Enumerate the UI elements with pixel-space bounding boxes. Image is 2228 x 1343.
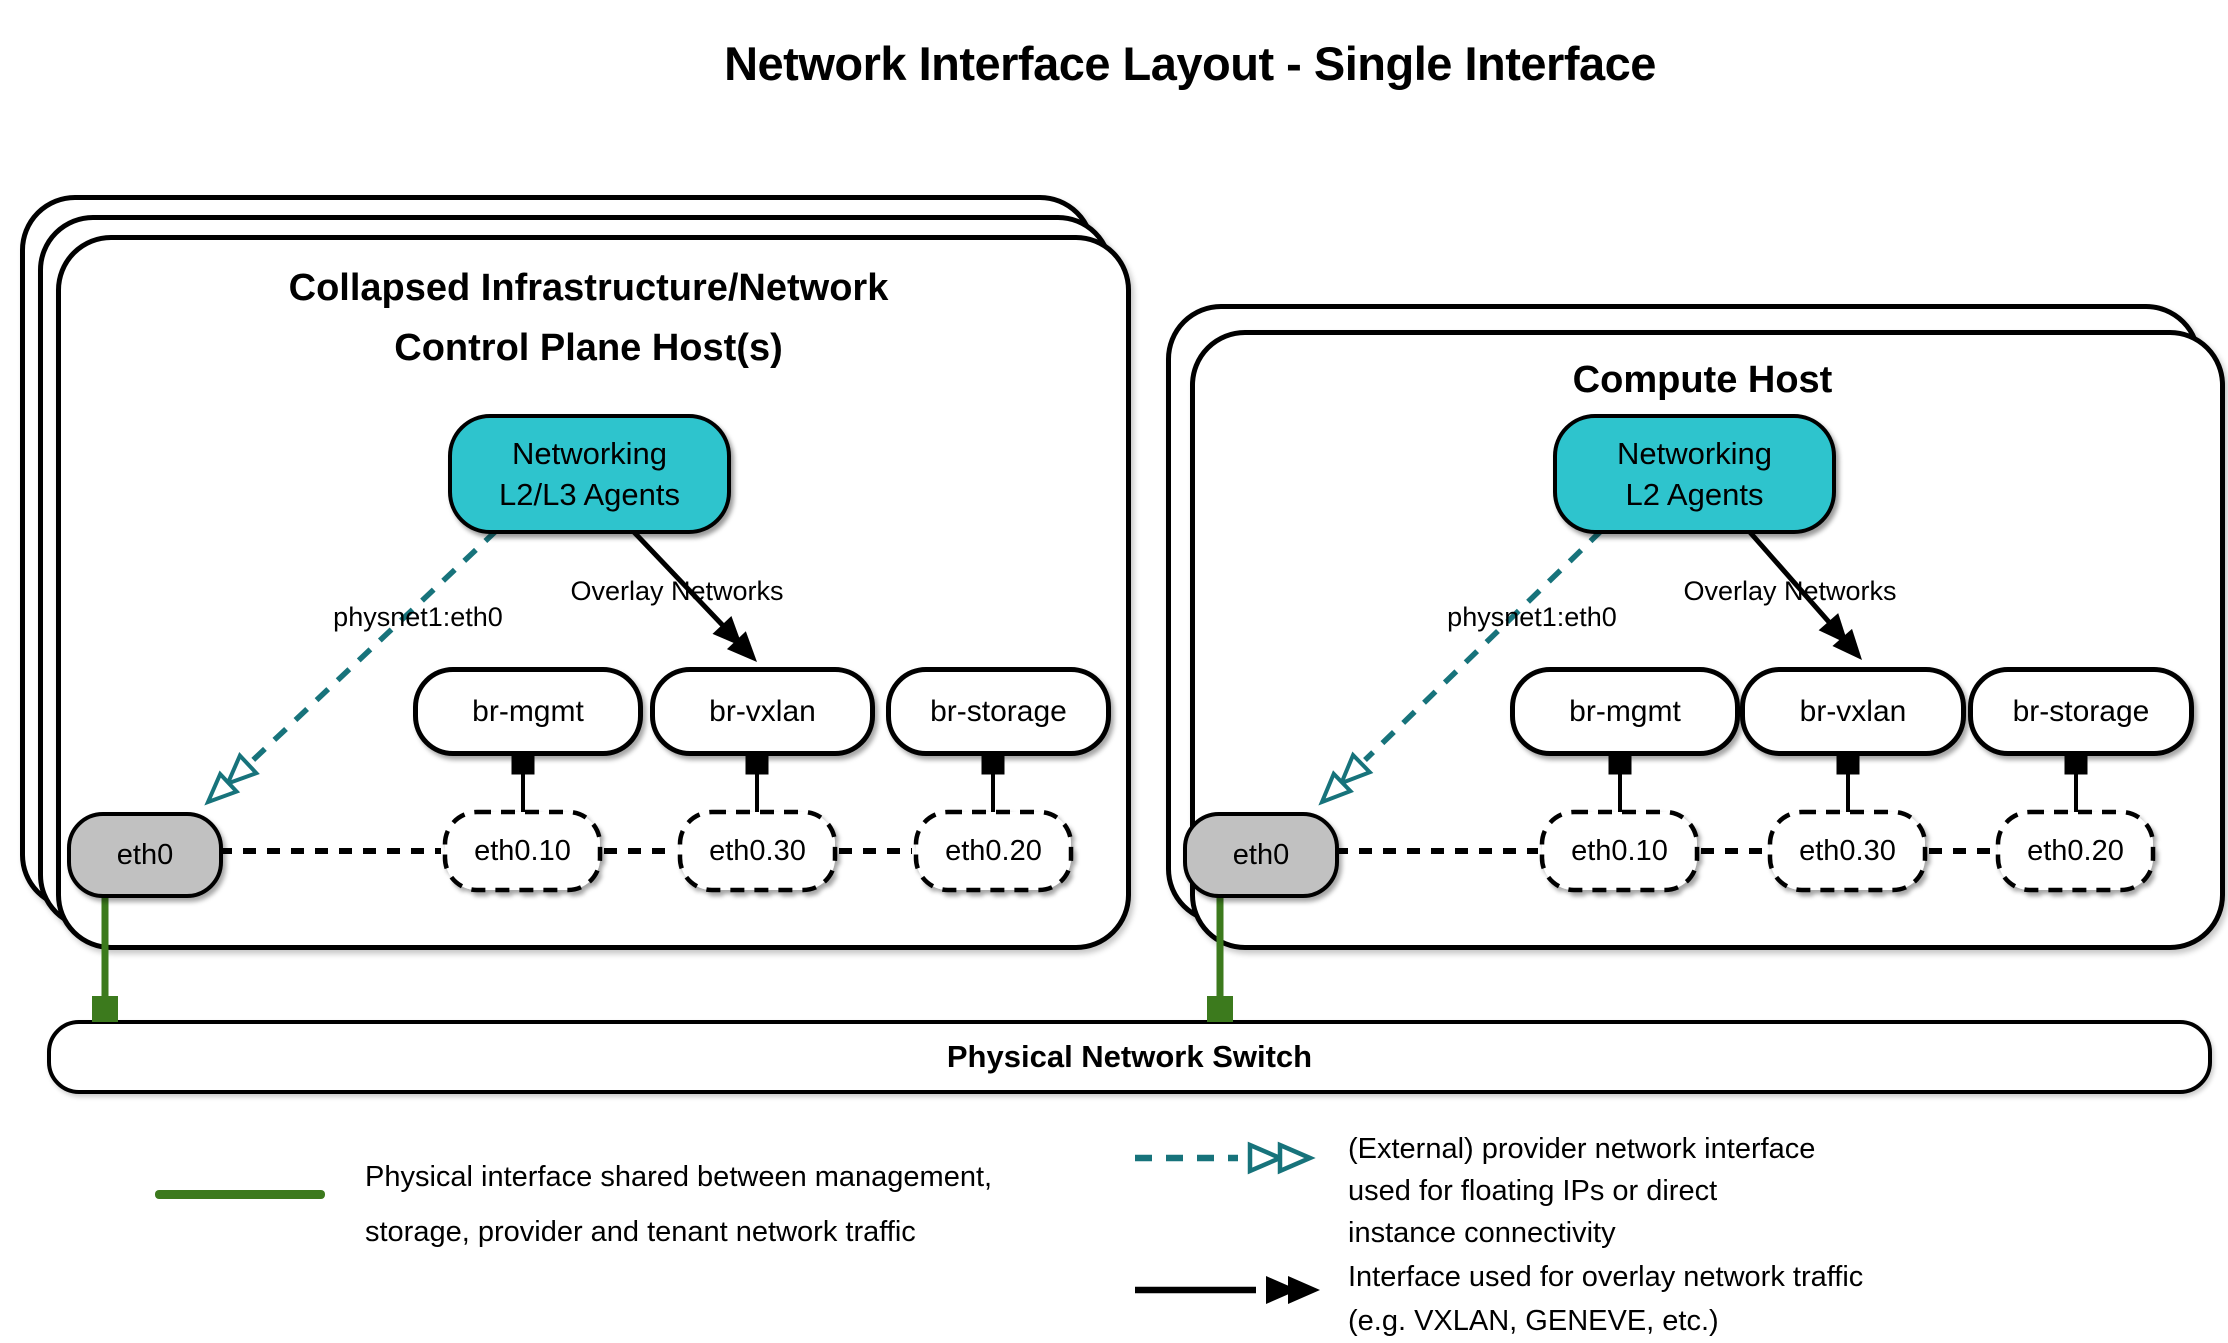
right-agent-label-line2: L2 Agents: [1625, 477, 1764, 512]
legend-physical-line1: Physical interface shared between manage…: [365, 1161, 993, 1193]
right-vlan-eth0-10-label: eth0.10: [1571, 834, 1668, 867]
right-agent-label-line1: Networking: [1616, 436, 1773, 471]
left-host-title-line1: Collapsed Infrastructure/Network: [288, 267, 889, 309]
legend-physical-line-swatch: [155, 1190, 325, 1199]
left-agent-label-line2: L2/L3 Agents: [499, 477, 680, 512]
right-vlan-eth0-30-label: eth0.30: [1799, 834, 1896, 867]
left-vlan-eth0-20-label: eth0.20: [945, 834, 1042, 867]
left-overlay-networks-label: Overlay Networks: [570, 576, 784, 606]
legend-provider-line1: (External) provider network interface: [1348, 1133, 1816, 1165]
legend-physical-line2: storage, provider and tenant network tra…: [365, 1216, 916, 1248]
legend-provider-arrow-swatch: [1135, 1141, 1316, 1175]
left-networking-agents-node: Networking L2/L3 Agents: [448, 414, 731, 534]
right-vlan-eth0-20-label: eth0.20: [2027, 834, 2124, 867]
right-bridge-br-vxlan: br-vxlan: [1740, 667, 1966, 756]
legend-provider-line3: instance connectivity: [1348, 1217, 1616, 1249]
right-eth0-pill: eth0: [1183, 812, 1339, 898]
right-bridge-br-mgmt: br-mgmt: [1510, 667, 1740, 756]
legend-overlay-line1: Interface used for overlay network traff…: [1348, 1261, 1864, 1293]
right-host-title: Compute Host: [1572, 359, 1833, 401]
legend-overlay-text: Interface used for overlay network traff…: [1348, 1255, 1863, 1343]
left-bridge-br-storage: br-storage: [886, 667, 1111, 756]
page-title: Network Interface Layout - Single Interf…: [724, 37, 1656, 90]
right-bridge-br-storage: br-storage: [1968, 667, 2194, 756]
physical-network-switch: Physical Network Switch: [47, 1020, 2212, 1094]
legend-overlay-arrow-swatch: [1135, 1276, 1320, 1304]
right-provider-network-label: physnet1:eth0: [1447, 602, 1617, 632]
left-eth0-pill: eth0: [67, 812, 223, 898]
left-agent-label-line1: Networking: [511, 436, 668, 471]
left-bridge-br-mgmt: br-mgmt: [413, 667, 643, 756]
left-host-title-line2: Control Plane Host(s): [394, 327, 783, 369]
left-vlan-eth0-10-label: eth0.10: [474, 834, 571, 867]
right-overlay-networks-label: Overlay Networks: [1683, 576, 1897, 606]
legend-provider-line2: used for floating IPs or direct: [1348, 1175, 1718, 1207]
legend-overlay-line2: (e.g. VXLAN, GENEVE, etc.): [1348, 1305, 1719, 1337]
left-host-title: Collapsed Infrastructure/Network Control…: [56, 258, 1121, 378]
legend-physical-text: Physical interface shared between manage…: [365, 1150, 992, 1260]
left-provider-network-label: physnet1:eth0: [333, 602, 503, 632]
right-uplink-connector-square: [1207, 996, 1233, 1022]
left-vlan-eth0-30-label: eth0.30: [709, 834, 806, 867]
left-uplink-connector-square: [92, 996, 118, 1022]
left-bridge-br-vxlan: br-vxlan: [650, 667, 875, 756]
switch-label: Physical Network Switch: [946, 1039, 1313, 1074]
right-networking-agents-node: Networking L2 Agents: [1553, 414, 1836, 534]
legend-provider-text: (External) provider network interface us…: [1348, 1128, 1815, 1254]
